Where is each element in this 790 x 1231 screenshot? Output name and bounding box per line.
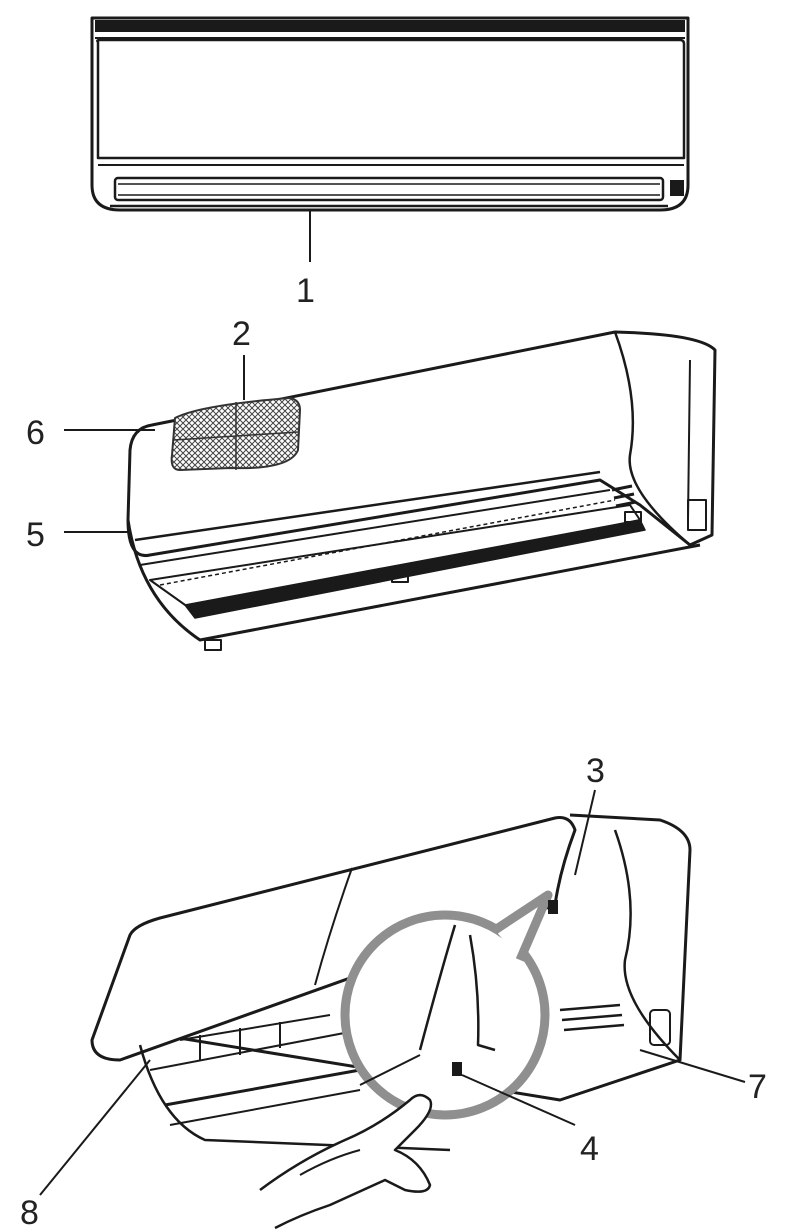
label-8: 8 — [20, 1194, 39, 1231]
label-2: 2 — [232, 315, 251, 353]
unit-perspective-view — [64, 330, 717, 651]
label-3: 3 — [586, 752, 605, 790]
unit-front-view — [90, 16, 690, 262]
label-1: 1 — [296, 272, 315, 310]
label-4: 4 — [580, 1130, 599, 1168]
label-6: 6 — [26, 414, 45, 452]
unit-open-panel-view — [39, 789, 746, 1230]
label-5: 5 — [26, 516, 45, 554]
label-7: 7 — [748, 1068, 767, 1106]
magnifier-circle — [340, 910, 550, 1120]
